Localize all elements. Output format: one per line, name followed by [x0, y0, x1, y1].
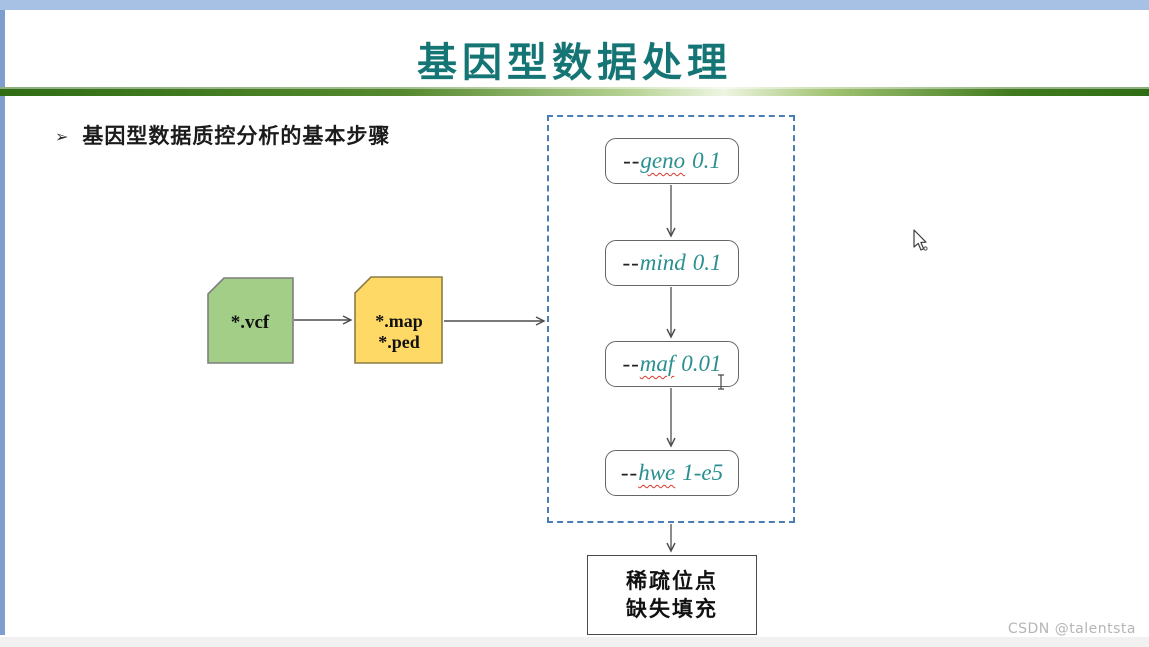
qc-hwe-value: 1-e5 — [682, 460, 724, 485]
vcf-node-shape — [207, 277, 294, 364]
qc-geno-word: geno — [640, 148, 686, 173]
bullet-arrow-icon: ➢ — [55, 126, 69, 146]
bullet-text: 基因型数据质控分析的基本步骤 — [82, 124, 391, 148]
bullet-line: ➢ 基因型数据质控分析的基本步骤 — [55, 120, 390, 150]
watermark-text: CSDN @talentsta — [1007, 621, 1136, 637]
pedmap-node-label-line1: *.map — [375, 311, 423, 331]
qc-geno-value: 0.1 — [692, 148, 721, 173]
qc-maf-word: maf — [639, 351, 675, 376]
qc-hwe-word: hwe — [638, 460, 676, 485]
qc-maf-prefix: -- — [622, 351, 640, 376]
window-frame-left — [0, 10, 5, 635]
qc-mind-prefix: -- — [622, 250, 640, 275]
vcf-node-label: *.vcf — [231, 312, 270, 333]
pedmap-node-shape — [354, 276, 443, 364]
output-node-line1: 稀疏位点 — [626, 568, 718, 593]
title-divider — [0, 87, 1149, 96]
qc-group-dashed-box — [547, 115, 795, 523]
window-frame-top — [0, 0, 1149, 10]
output-node-imputation: 稀疏位点 缺失填充 — [587, 555, 757, 635]
page-title: 基因型数据处理 — [417, 40, 732, 85]
qc-mind-value: 0.1 — [692, 250, 722, 275]
qc-mind-word: mind — [639, 250, 686, 275]
qc-maf-value: 0.01 — [681, 351, 722, 376]
qc-hwe-prefix: -- — [620, 460, 639, 485]
mouse-pointer-icon — [913, 229, 928, 251]
qc-geno-prefix: -- — [623, 148, 641, 173]
output-node-line2: 缺失填充 — [626, 597, 718, 621]
window-frame-bottom — [0, 637, 1149, 647]
pedmap-node-label-line2: *.ped — [378, 332, 420, 352]
